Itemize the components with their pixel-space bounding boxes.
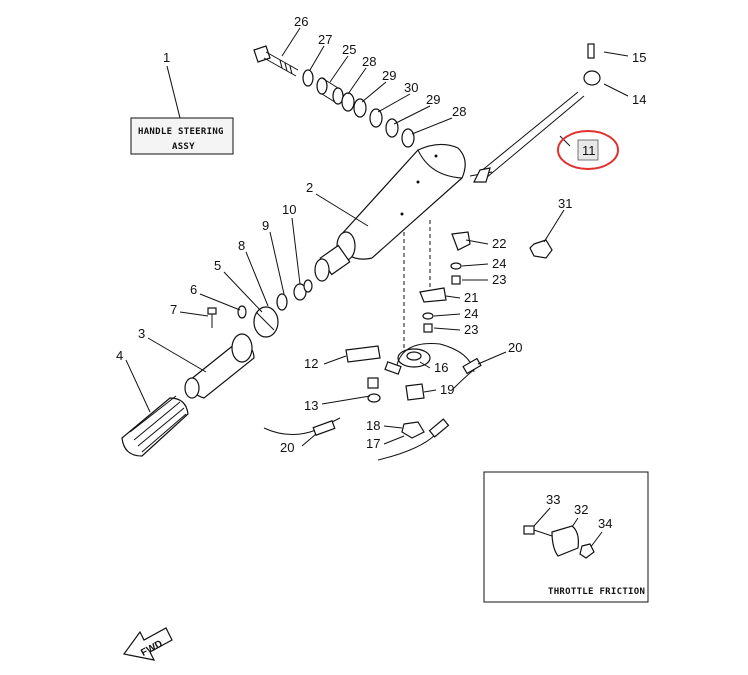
callout-21: 21 <box>464 290 478 305</box>
leader-lines <box>125 27 629 447</box>
callout-numbers: 26 27 25 28 29 30 29 28 15 14 11 2 10 9 … <box>116 14 646 455</box>
callout-5: 5 <box>214 258 221 273</box>
callout-23: 23 <box>464 322 478 337</box>
callout-13: 13 <box>304 398 318 413</box>
callout-4: 4 <box>116 348 123 363</box>
callout-20: 20 <box>280 440 294 455</box>
callout-19: 19 <box>440 382 454 397</box>
callout-14: 14 <box>632 92 646 107</box>
callout-10: 10 <box>282 202 296 217</box>
callout-11: 11 <box>582 143 596 158</box>
callout-29: 29 <box>382 68 396 83</box>
callout-16: 16 <box>434 360 448 375</box>
steering-handle-body <box>314 143 466 282</box>
callout-26: 26 <box>294 14 308 29</box>
callout-22: 22 <box>492 236 506 251</box>
throttle-friction-inset: 33 32 34 THROTTLE FRICTION <box>483 471 649 603</box>
callout-3: 3 <box>138 326 145 341</box>
callout-9: 9 <box>262 218 269 233</box>
throttle-grip-assembly <box>121 279 313 457</box>
throttle-shaft <box>469 43 601 183</box>
callout-17: 17 <box>366 436 380 451</box>
handle-steering-assy-label: 1 HANDLE STEERING ASSY <box>130 50 234 155</box>
inset-title: THROTTLE FRICTION <box>548 587 645 597</box>
callout-15: 15 <box>632 50 646 65</box>
highlight-circle-11 <box>557 130 619 170</box>
callout-30: 30 <box>404 80 418 95</box>
callout-8: 8 <box>238 238 245 253</box>
callout-1: 1 <box>163 50 170 65</box>
title-box-line2: ASSY <box>172 142 195 152</box>
callout-23: 23 <box>492 272 506 287</box>
callout-25: 25 <box>342 42 356 57</box>
callout-32: 32 <box>574 502 588 517</box>
title-box-line1: HANDLE STEERING <box>138 127 224 137</box>
friction-assembly <box>345 220 553 439</box>
callout-18: 18 <box>366 418 380 433</box>
callout-28: 28 <box>452 104 466 119</box>
callout-31: 31 <box>558 196 572 211</box>
callout-24: 24 <box>492 256 506 271</box>
callout-33: 33 <box>546 492 560 507</box>
callout-20: 20 <box>508 340 522 355</box>
throttle-cables <box>263 343 482 461</box>
callout-7: 7 <box>170 302 177 317</box>
callout-6: 6 <box>190 282 197 297</box>
fwd-arrow: FWD <box>122 627 173 661</box>
callout-2: 2 <box>306 180 313 195</box>
callout-24: 24 <box>464 306 478 321</box>
callout-27: 27 <box>318 32 332 47</box>
callout-12: 12 <box>304 356 318 371</box>
callout-34: 34 <box>598 516 612 531</box>
callout-29: 29 <box>426 92 440 107</box>
callout-28: 28 <box>362 54 376 69</box>
bolt-washer-stack <box>253 45 415 148</box>
